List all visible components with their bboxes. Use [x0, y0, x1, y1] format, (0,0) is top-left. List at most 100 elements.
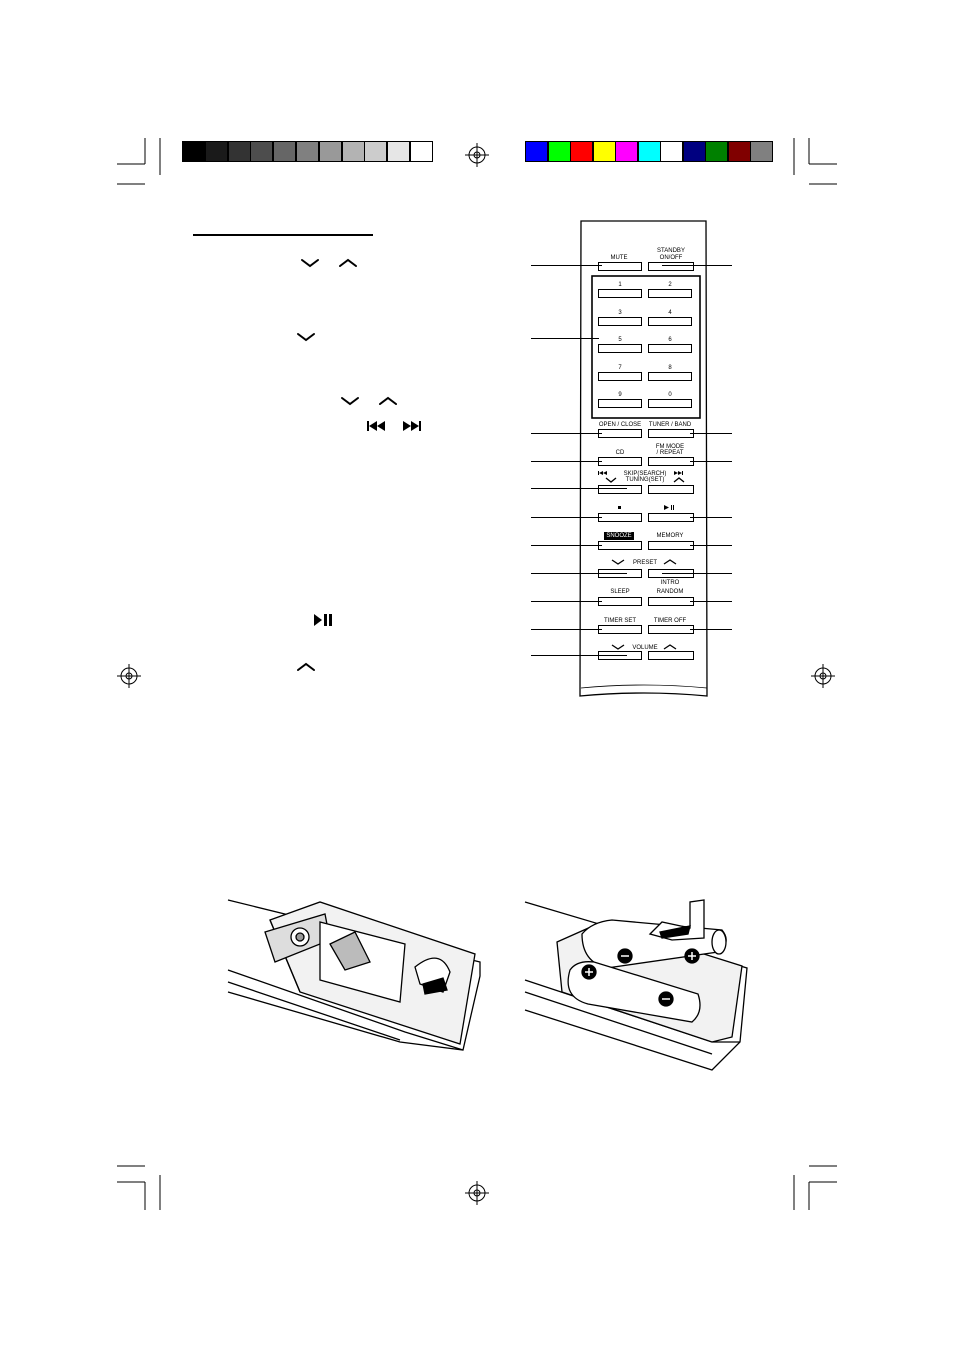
digit-label: 7	[618, 364, 622, 371]
intro-random-button[interactable]	[648, 597, 694, 606]
battery-insert-illustration	[524, 899, 748, 1071]
tuning-set-label: TUNING(SET)	[625, 477, 665, 483]
color-swatch	[660, 141, 683, 162]
color-swatch	[592, 141, 616, 162]
cd-button[interactable]	[598, 457, 642, 466]
sleep-button[interactable]	[598, 597, 642, 606]
skip-icons	[598, 471, 685, 483]
color-swatch	[637, 141, 661, 162]
leader-line	[531, 265, 602, 266]
battery-cover-illustration	[227, 899, 481, 1051]
fm-mode-repeat-button[interactable]	[648, 457, 694, 466]
color-swatch	[570, 141, 593, 162]
digit-6-button[interactable]	[648, 344, 692, 353]
chevron-up-icon	[339, 258, 357, 267]
timer-set-button[interactable]	[598, 625, 642, 634]
timer-set-label: TIMER SET	[603, 618, 636, 624]
digit-label: 2	[668, 282, 672, 288]
digit-0-button[interactable]	[648, 399, 692, 408]
preset-chevrons	[611, 559, 677, 565]
leader-line	[531, 461, 602, 462]
preset-label: PRESET	[632, 560, 657, 566]
digit-label: 9	[618, 392, 622, 398]
tuner-band-button[interactable]	[648, 429, 694, 438]
digit-label: 3	[618, 309, 622, 316]
leader-line	[662, 573, 732, 574]
leader-line	[531, 545, 602, 546]
chevron-up-icon	[379, 396, 397, 405]
gray-swatch	[182, 141, 205, 162]
digit-4-button[interactable]	[648, 316, 692, 326]
tuner-band-label: TUNER / BAND	[648, 422, 692, 428]
digit-5-button[interactable]	[598, 344, 642, 353]
volume-up-button[interactable]	[648, 651, 694, 660]
registration-targets	[117, 143, 835, 1205]
leader-line	[690, 433, 732, 434]
standby-label-1: STANDBY	[657, 248, 685, 254]
digit-9-button[interactable]	[598, 399, 642, 408]
digit-label: 5	[618, 337, 622, 343]
chevron-down-icon	[301, 259, 319, 268]
skip-down-button[interactable]	[598, 485, 642, 494]
gray-swatch	[364, 141, 388, 162]
gray-swatch	[318, 141, 342, 162]
timer-off-label: TIMER OFF	[653, 618, 687, 624]
timer-off-button[interactable]	[648, 625, 694, 634]
skip-back-icon	[367, 421, 385, 431]
cd-label: CD	[615, 450, 625, 456]
mute-button[interactable]	[598, 262, 642, 271]
leader-line	[690, 461, 732, 462]
gray-swatch	[273, 141, 297, 162]
digit-label: 4	[668, 309, 672, 316]
leader-line	[690, 601, 732, 602]
memory-button[interactable]	[648, 541, 694, 550]
leader-line	[531, 655, 627, 656]
digit-2-button[interactable]	[648, 289, 692, 298]
chevron-down-icon	[341, 397, 359, 406]
color-swatch	[750, 141, 773, 162]
gray-swatch	[387, 141, 411, 162]
snooze-label: SNOOZE	[604, 532, 634, 540]
key-symbols	[297, 258, 421, 671]
volume-label: VOLUME	[632, 645, 658, 651]
gray-swatch	[250, 141, 274, 162]
intro-label: INTRO	[660, 580, 680, 586]
digit-3-button[interactable]	[598, 316, 642, 326]
play-pause-icon	[314, 614, 332, 626]
play-pause-button[interactable]	[648, 513, 694, 522]
snooze-button[interactable]	[598, 541, 642, 550]
leader-line	[662, 265, 732, 266]
standby-button[interactable]	[648, 262, 694, 271]
open-close-button[interactable]	[598, 429, 642, 438]
gray-swatch	[410, 141, 433, 162]
digit-label: 0	[668, 392, 672, 398]
color-swatch	[705, 141, 728, 162]
color-swatch	[727, 141, 751, 162]
digit-8-button[interactable]	[648, 371, 692, 381]
leader-line	[690, 629, 732, 630]
digit-label: 8	[668, 364, 672, 371]
volume-chevrons	[611, 644, 677, 650]
digit-7-button[interactable]	[598, 371, 642, 381]
memory-label: MEMORY	[656, 533, 684, 539]
digit-1-button[interactable]	[598, 289, 642, 298]
leader-line	[531, 488, 627, 489]
standby-label-2: ON/OFF	[659, 255, 683, 261]
color-swatch	[682, 141, 706, 162]
digit-label: 6	[668, 337, 672, 343]
gray-swatch	[204, 141, 228, 162]
chevron-down-icon	[297, 333, 315, 342]
fm-mode-label-1: FM MODE	[655, 444, 685, 450]
stop-button[interactable]	[598, 513, 642, 522]
digit-label: 1	[618, 282, 622, 288]
fm-mode-label-2: / REPEAT	[656, 450, 684, 456]
sleep-label: SLEEP	[610, 589, 630, 595]
skip-up-button[interactable]	[648, 485, 694, 494]
gray-swatch	[341, 141, 365, 162]
leader-line	[531, 629, 602, 630]
heading-rule	[193, 234, 373, 236]
random-label: RANDOM	[656, 589, 684, 595]
chevron-up-icon	[297, 662, 315, 671]
